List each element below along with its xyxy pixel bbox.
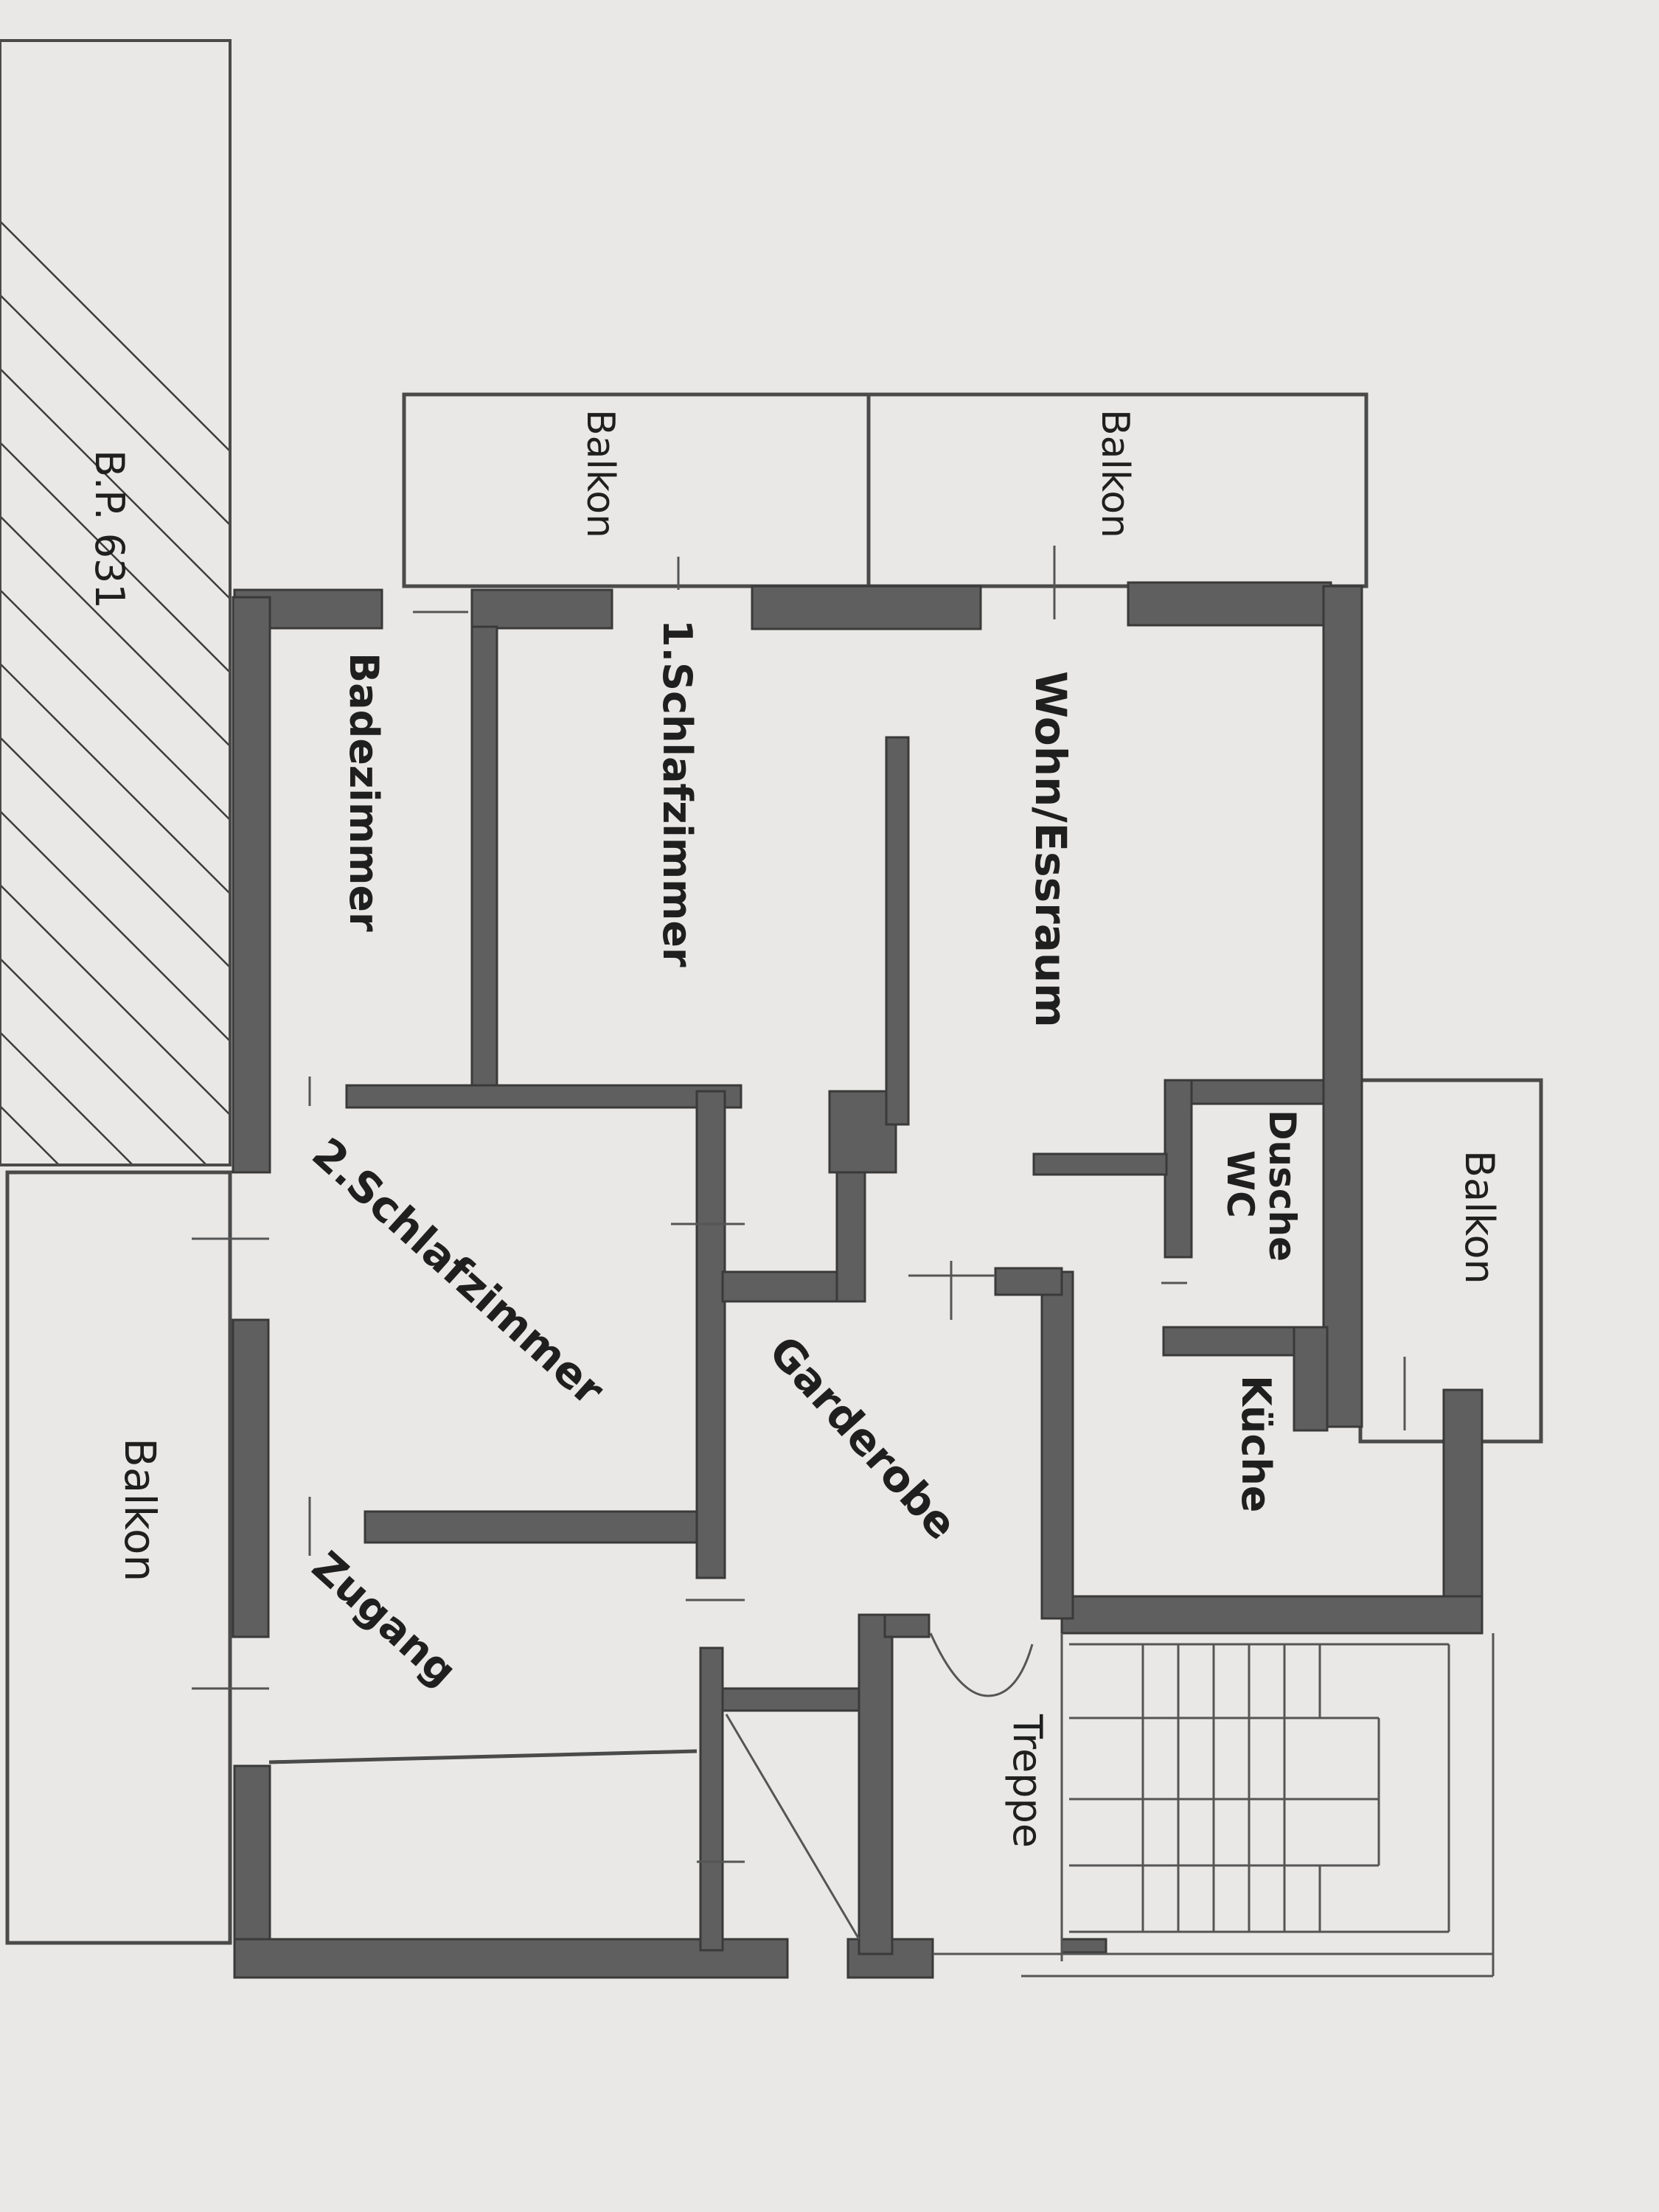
room-label-living: Wohn/Essraum <box>1026 671 1076 1028</box>
room-label-entrance: Zugang <box>303 1543 466 1696</box>
balcony-top-right-label: Balkon <box>1093 409 1137 538</box>
room-label-shower: Dusche <box>1261 1110 1304 1262</box>
balcony-right-label: Balkon <box>1456 1150 1503 1284</box>
room-labels: Badezimmer 1.Schlafzimmer Wohn/Essraum D… <box>303 619 1304 1848</box>
plan-lines <box>192 611 1495 1978</box>
room-label-kitchen: Küche <box>1233 1375 1279 1512</box>
parcel-hatching <box>0 220 230 1165</box>
room-label-wardrobe: Garderobe <box>759 1326 967 1549</box>
balcony-top-area: Balkon Balkon <box>402 392 1368 619</box>
staircase <box>1069 1643 1450 1933</box>
room-label-bathroom: Badezimmer <box>341 653 387 932</box>
room-label-bedroom1: 1.Schlafzimmer <box>654 619 700 967</box>
walls <box>232 581 1484 1979</box>
balcony-left-area: Balkon <box>5 1170 232 1945</box>
neighbour-parcel: B.P. 631 <box>0 39 232 1166</box>
balcony-top-left-label: Balkon <box>578 409 622 538</box>
balcony-right-area: Balkon <box>1358 1078 1543 1444</box>
balcony-left-label: Balkon <box>115 1438 165 1582</box>
parcel-label: B.P. 631 <box>86 450 133 609</box>
room-label-stairs: Treppe <box>1004 1714 1051 1848</box>
room-label-bedroom2: 2.Schlafzimmer <box>303 1128 614 1416</box>
room-label-wc: WC <box>1219 1150 1262 1218</box>
